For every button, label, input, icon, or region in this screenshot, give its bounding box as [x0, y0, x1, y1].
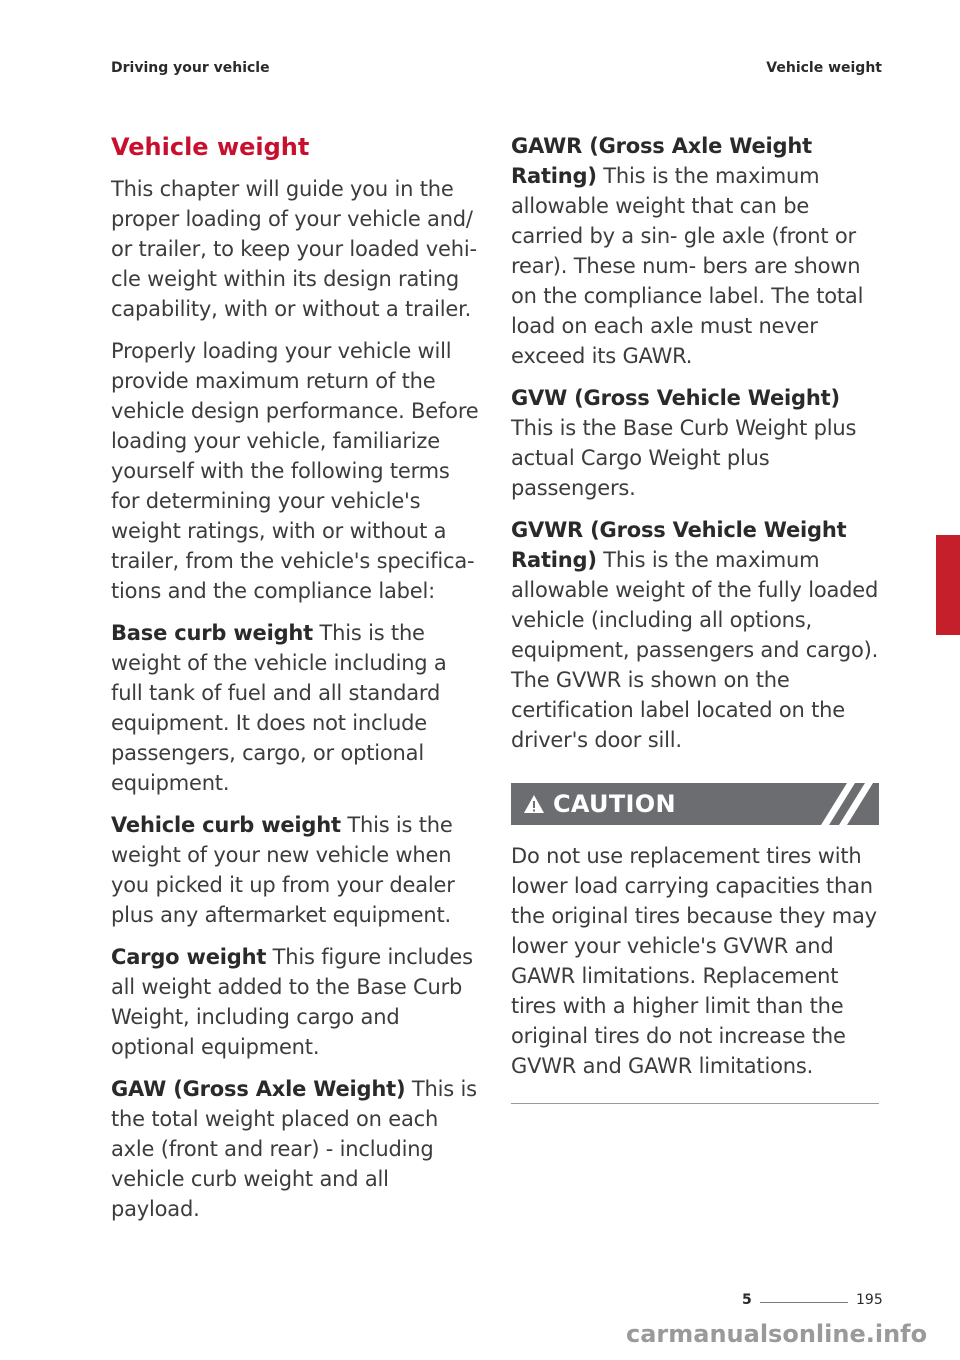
- term-paragraph-gvwr: GVWR (Gross Vehicle Weight Rating) This …: [511, 515, 879, 755]
- caution-divider: [511, 1103, 879, 1104]
- term-description: This is the total weight placed on each …: [111, 1077, 477, 1221]
- term-label: Base curb weight: [111, 621, 313, 645]
- intro-paragraph: This chapter will guide you in the prope…: [111, 177, 477, 321]
- term-paragraph-vehicle-curb-weight: Vehicle curb weight This is the weight o…: [111, 810, 479, 930]
- term-description: This figure includes all weight added to…: [111, 945, 473, 1059]
- term-paragraph-base-curb-weight: Base curb weight This is the weight of t…: [111, 618, 479, 798]
- caution-text: Do not use replacement tires with lower …: [511, 844, 877, 1078]
- caution-banner: CAUTION: [511, 783, 879, 825]
- left-column: Vehicle weight This chapter will guide y…: [111, 130, 479, 1236]
- term-label: Cargo weight: [111, 945, 267, 969]
- footer-page-number: 195: [856, 1292, 883, 1308]
- term-paragraph-cargo-weight: Cargo weight This figure includes all we…: [111, 942, 479, 1062]
- caution-stripes-decoration: [821, 783, 873, 825]
- term-label: Vehicle curb weight: [111, 813, 341, 837]
- term-paragraph-gvw: GVW (Gross Vehicle Weight) This is the B…: [511, 383, 879, 503]
- section-title: Vehicle weight: [111, 133, 310, 161]
- chapter-tab-number: 5: [940, 610, 953, 631]
- right-column: GAWR (Gross Axle Weight Rating) This is …: [511, 130, 879, 1104]
- footer-chapter-number: 5: [742, 1292, 752, 1308]
- term-label: GAWR (Gross Axle Weight Rating): [511, 134, 812, 188]
- intro-paragraph-2: Properly loading your vehicle will provi…: [111, 339, 479, 603]
- footer-divider: [760, 1302, 848, 1303]
- running-header-chapter: Driving your vehicle: [111, 60, 270, 76]
- warning-triangle-icon: [523, 793, 545, 815]
- term-label: GAW (Gross Axle Weight): [111, 1077, 406, 1101]
- caution-label: CAUTION: [553, 790, 676, 818]
- running-header-section: Vehicle weight: [766, 60, 882, 76]
- term-description: This is the weight of the vehicle includ…: [111, 621, 447, 795]
- term-description: This is the maximum allowable weight of …: [511, 548, 879, 752]
- term-label: GVWR (Gross Vehicle Weight Rating): [511, 518, 847, 572]
- watermark: carmanualsonline.info: [626, 1320, 928, 1348]
- term-label: GVW (Gross Vehicle Weight): [511, 386, 840, 410]
- chapter-tab: [936, 535, 960, 635]
- term-paragraph-gaw: GAW (Gross Axle Weight) This is the tota…: [111, 1074, 479, 1224]
- term-description: This is the weight of your new vehicle w…: [111, 813, 455, 927]
- term-description: This is the maximum allowable weight tha…: [511, 164, 864, 368]
- term-paragraph-gawr: GAWR (Gross Axle Weight Rating) This is …: [511, 131, 879, 371]
- term-description: This is the Base Curb Weight plus actual…: [511, 416, 857, 500]
